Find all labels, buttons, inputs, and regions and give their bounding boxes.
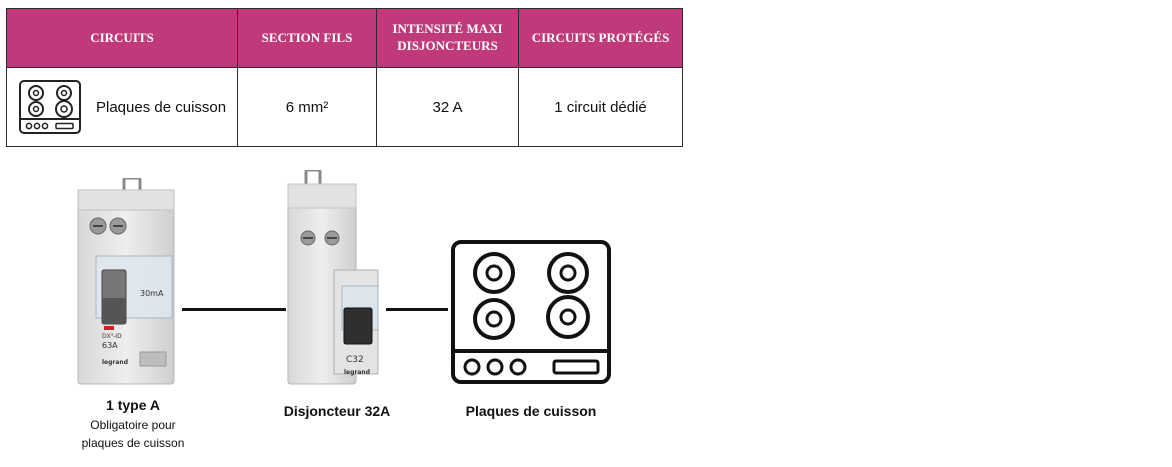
table-row: Plaques de cuisson 6 mm² 32 A 1 circuit …	[6, 67, 683, 147]
cell-protected: 1 circuit dédié	[518, 67, 683, 147]
cooktop-icon	[19, 80, 81, 134]
cell-intensity: 32 A	[376, 67, 519, 147]
differential-subtitle-1: Obligatoire pour	[90, 417, 176, 432]
cell-section: 6 mm²	[237, 67, 377, 147]
circuit-name: Plaques de cuisson	[96, 98, 227, 116]
cooktop-icon	[451, 240, 611, 384]
header-circuits: CIRCUITS	[6, 8, 238, 68]
differential-title: 1 type A	[106, 397, 160, 413]
header-intensite: INTENSITÉ MAXI DISJONCTEURS	[376, 8, 519, 68]
breaker-caption: Disjoncteur 32A	[262, 402, 412, 422]
header-section-fils: SECTION FILS	[237, 8, 377, 68]
differential-subtitle-2: plaques de cuisson	[81, 436, 185, 451]
diff-brand-text: legrand	[102, 359, 128, 366]
diff-amps-text: 63A	[102, 341, 118, 350]
wire-diff-to-breaker	[182, 308, 286, 311]
breaker-brand-text: legrand	[344, 369, 370, 376]
breaker-rating-text: C32	[346, 355, 364, 365]
circuit-breaker-image: C32 legrand	[287, 170, 379, 385]
hob-title: Plaques de cuisson	[465, 403, 597, 419]
header-circuits-proteges: CIRCUITS PROTÉGÉS	[518, 8, 683, 68]
diff-rating-text: 30mA	[140, 289, 164, 298]
wire-breaker-to-hob	[386, 308, 448, 311]
table-header-row: CIRCUITS SECTION FILS INTENSITÉ MAXI DIS…	[6, 8, 683, 68]
differential-switch-image: 30mA DX³-ID 63A legrand	[77, 178, 175, 385]
differential-caption: 1 type A Obligatoire pour plaques de cui…	[58, 396, 208, 453]
hob-caption: Plaques de cuisson	[446, 402, 616, 422]
breaker-title: Disjoncteur 32A	[283, 403, 391, 419]
cell-circuit: Plaques de cuisson	[6, 67, 238, 147]
header-intensite-text: INTENSITÉ MAXI DISJONCTEURS	[392, 21, 503, 53]
diff-model-text: DX³-ID	[102, 333, 122, 340]
wiring-diagram: 30mA DX³-ID 63A legrand C32 legrand	[0, 160, 700, 467]
circuit-spec-table: CIRCUITS SECTION FILS INTENSITÉ MAXI DIS…	[6, 8, 683, 147]
